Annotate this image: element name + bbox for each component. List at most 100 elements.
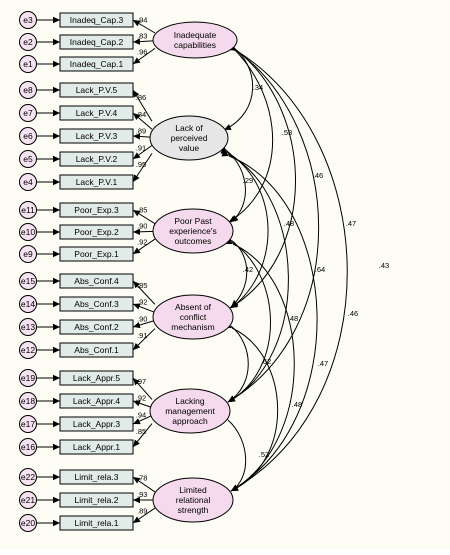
latent-label-limited: Limited xyxy=(179,485,207,495)
latent-construct-inadeq xyxy=(152,21,238,59)
correlation-value-poor-abs: .42 xyxy=(243,265,253,274)
indicator-label: Abs_Conf.2 xyxy=(74,322,119,332)
latent-label-poor: Poor Past xyxy=(174,216,212,226)
error-label: e21 xyxy=(21,495,35,505)
correlation-value-inadeq-lacking: .47 xyxy=(346,219,356,228)
latent-label-inadeq: capabilities xyxy=(174,40,216,50)
correlation-value-lack-abs: .48 xyxy=(284,219,294,228)
error-term-e14 xyxy=(19,295,37,313)
indicator-box xyxy=(59,469,134,485)
loading-arrow-e1 xyxy=(132,47,156,65)
loading-value: .94 xyxy=(136,410,146,419)
latent-label-lacking: approach xyxy=(172,416,208,426)
loading-arrow-e8 xyxy=(132,89,153,122)
indicator-box xyxy=(59,224,134,240)
error-term-e10 xyxy=(19,223,37,241)
loading-arrow-e17 xyxy=(132,415,153,425)
correlation-arrow-inadeq-abs xyxy=(227,42,296,309)
error-term-e8 xyxy=(19,81,37,99)
latent-construct-poor xyxy=(152,208,234,254)
latent-construct-limited xyxy=(152,477,234,523)
error-label: e7 xyxy=(23,108,33,118)
indicator-box xyxy=(59,151,134,167)
correlation-arrow-inadeq-limited xyxy=(229,44,348,492)
correlation-value-poor-limited: .47 xyxy=(318,359,328,368)
loading-arrow-e9 xyxy=(132,238,156,255)
loading-arrow-e22 xyxy=(132,476,156,493)
indicator-label: Lack_P.V.2 xyxy=(76,154,118,164)
error-term-e4 xyxy=(19,173,37,191)
indicator-box xyxy=(59,82,134,98)
error-label: e4 xyxy=(23,177,33,187)
indicator-label: Inadeq_Cap.3 xyxy=(70,15,124,25)
indicator-label: Lack_P.V.3 xyxy=(76,131,118,141)
latent-construct-lack xyxy=(149,115,229,161)
loading-value: .95 xyxy=(136,160,146,169)
indicator-label: Limit_rela.1 xyxy=(75,518,119,528)
loading-value: .85 xyxy=(137,206,147,215)
error-term-e19 xyxy=(19,369,37,387)
correlation-value-inadeq-limited: .43 xyxy=(379,261,389,270)
indicator-box xyxy=(59,202,134,218)
loading-arrow-e4 xyxy=(132,153,153,183)
correlation-value-lack-poor: .29 xyxy=(243,176,253,185)
indicator-label: Lack_Appr.4 xyxy=(73,396,121,406)
error-label: e8 xyxy=(23,85,33,95)
loading-value: .91 xyxy=(137,331,147,340)
loading-value: .96 xyxy=(137,47,147,56)
loading-value: .83 xyxy=(137,31,147,40)
error-label: e20 xyxy=(21,518,35,528)
loading-arrow-e6 xyxy=(132,133,153,140)
latent-label-poor: experience's xyxy=(169,226,216,236)
indicator-label: Lack_Appr.1 xyxy=(73,442,121,452)
loading-value: .89 xyxy=(136,127,146,136)
error-label: e22 xyxy=(21,472,35,482)
indicator-label: Lack_Appr.3 xyxy=(73,419,121,429)
correlation-arrow-poor-limited xyxy=(225,238,295,492)
latent-label-limited: strength xyxy=(178,505,209,515)
latent-label-abs: conflict xyxy=(180,312,207,322)
loading-value: .90 xyxy=(137,222,147,231)
indicator-box xyxy=(59,56,134,72)
correlation-arrow-lack-abs xyxy=(219,145,269,309)
error-label: e12 xyxy=(21,345,35,355)
error-label: e11 xyxy=(21,205,35,215)
indicator-label: Poor_Exp.1 xyxy=(74,249,119,259)
loading-value: .97 xyxy=(136,377,146,386)
correlation-arrow-lack-lacking xyxy=(220,147,289,403)
correlation-arrow-inadeq-poor xyxy=(225,40,274,223)
latent-label-lacking: Lacking xyxy=(175,396,205,406)
latent-construct-abs xyxy=(152,294,234,340)
indicator-label: Limit_rela.2 xyxy=(75,495,119,505)
error-label: e1 xyxy=(23,59,33,69)
indicator-box xyxy=(59,393,134,409)
loading-arrow-e10 xyxy=(132,228,156,235)
correlation-value-inadeq-abs: .46 xyxy=(313,171,323,180)
error-term-e1 xyxy=(19,55,37,73)
indicator-box xyxy=(59,319,134,335)
loading-arrow-e7 xyxy=(132,112,153,130)
loading-value: .85 xyxy=(137,281,147,290)
loading-arrow-e14 xyxy=(132,303,156,313)
loading-arrow-e11 xyxy=(132,209,156,225)
indicator-box xyxy=(59,370,134,386)
loading-value: .90 xyxy=(137,314,147,323)
latent-label-limited: relational xyxy=(176,495,211,505)
error-term-e22 xyxy=(19,468,37,486)
loading-arrow-e2 xyxy=(132,38,156,45)
error-label: e3 xyxy=(23,15,33,25)
indicator-box xyxy=(59,492,134,508)
latent-label-lack: value xyxy=(179,143,200,153)
indicator-label: Abs_Conf.3 xyxy=(74,299,119,309)
error-label: e18 xyxy=(21,396,35,406)
error-label: e19 xyxy=(21,373,35,383)
latent-label-poor: outcomes xyxy=(175,236,212,246)
correlation-value-inadeq-poor: .53 xyxy=(282,128,292,137)
error-term-e18 xyxy=(19,392,37,410)
loading-value: .89 xyxy=(137,507,147,516)
error-term-e3 xyxy=(19,11,37,29)
indicator-label: Limit_rela.3 xyxy=(75,472,119,482)
correlation-value-lack-lacking: .64 xyxy=(315,265,325,274)
error-label: e6 xyxy=(23,131,33,141)
